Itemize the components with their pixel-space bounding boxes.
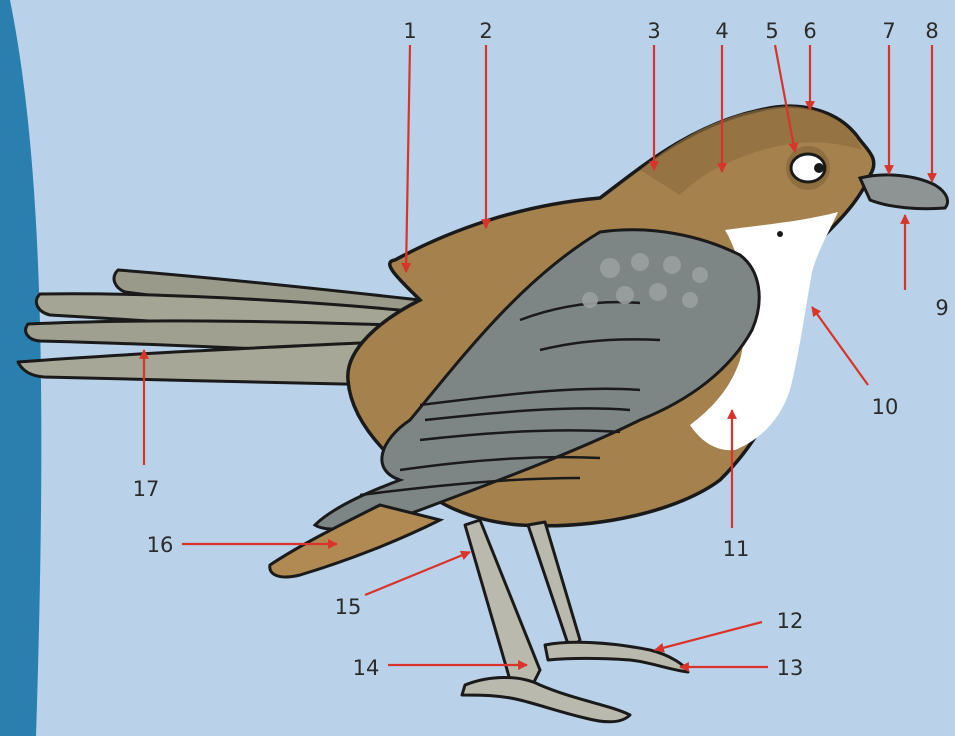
label-13: 13 — [777, 656, 804, 680]
label-5: 5 — [765, 19, 778, 43]
label-2: 2 — [479, 19, 492, 43]
label-8: 8 — [925, 19, 938, 43]
beak — [860, 175, 948, 209]
label-17: 17 — [133, 477, 160, 501]
label-1: 1 — [403, 19, 416, 43]
label-10: 10 — [872, 395, 899, 419]
label-14: 14 — [353, 656, 380, 680]
label-4: 4 — [715, 19, 728, 43]
arrow-1 — [406, 45, 410, 272]
arrow-10 — [812, 307, 868, 385]
ear-spot — [777, 231, 783, 237]
arrow-15 — [365, 552, 470, 595]
label-9: 9 — [935, 296, 948, 320]
label-7: 7 — [882, 19, 895, 43]
label-11: 11 — [723, 537, 750, 561]
label-12: 12 — [777, 609, 804, 633]
pupil — [814, 163, 824, 173]
label-3: 3 — [647, 19, 660, 43]
bird-legs — [462, 520, 688, 722]
arrow-12 — [655, 622, 762, 650]
label-15: 15 — [335, 595, 362, 619]
label-16: 16 — [147, 533, 174, 557]
label-6: 6 — [803, 19, 816, 43]
